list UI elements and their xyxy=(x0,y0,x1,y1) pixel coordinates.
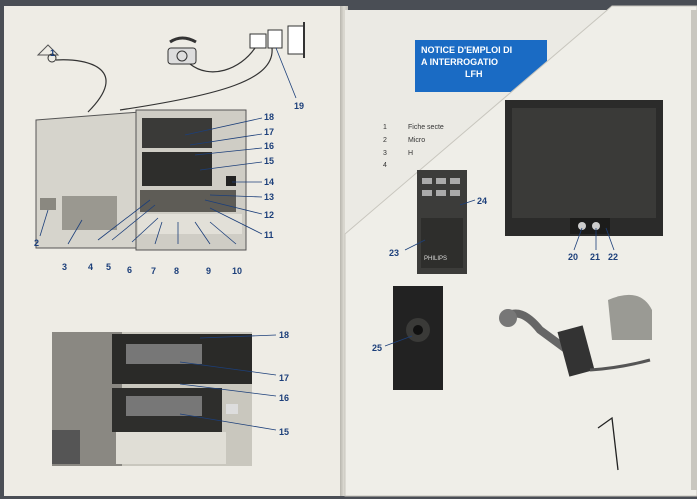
callout-16: 16 xyxy=(264,141,275,151)
title-line-2: A INTERROGATIO xyxy=(421,57,498,67)
callout-10: 10 xyxy=(232,266,243,276)
callout-7: 7 xyxy=(151,266,157,276)
wall-plug-icon xyxy=(36,44,60,63)
callout-13: 13 xyxy=(264,192,275,202)
toc-num-3: 3 xyxy=(383,150,387,157)
callout-20: 20 xyxy=(568,252,579,262)
right-leader-lines xyxy=(384,199,615,347)
callout-22: 22 xyxy=(608,252,619,262)
toc-num-1: 1 xyxy=(383,124,387,131)
callout-14: 14 xyxy=(264,177,275,187)
lower-callout-15: 15 xyxy=(279,427,290,437)
toc-text-2: Micro xyxy=(408,137,426,144)
callout-1: 1 xyxy=(50,48,56,58)
leader-lines xyxy=(39,47,297,245)
dictation-machine xyxy=(35,109,247,251)
callout-15: 15 xyxy=(264,156,275,166)
callout-24: 24 xyxy=(477,196,488,206)
title-line-3: LFH xyxy=(465,69,483,79)
toc-num-2: 2 xyxy=(383,137,387,144)
rear-panel-photo xyxy=(505,100,663,236)
toc-text-1: Fiche secte xyxy=(408,124,444,131)
callout-19: 19 xyxy=(294,101,305,111)
telephone-icon xyxy=(167,36,197,65)
wall-socket-icon xyxy=(249,22,305,58)
callout-3: 3 xyxy=(62,262,68,272)
cassette-photo xyxy=(52,332,252,466)
callout-25: 25 xyxy=(372,343,383,353)
handwritten-mark xyxy=(597,416,619,471)
callout-21: 21 xyxy=(590,252,601,262)
callout-8: 8 xyxy=(174,266,180,276)
brand-logo: PHILIPS xyxy=(424,256,448,262)
callout-6: 6 xyxy=(127,265,133,275)
title-line-1: NOTICE D'EMPLOI DI xyxy=(421,45,513,55)
binder-edge xyxy=(691,10,697,490)
lower-leader-lines xyxy=(179,334,277,431)
callout-5: 5 xyxy=(106,262,112,272)
callout-11: 11 xyxy=(264,230,274,240)
remote-control-photo xyxy=(417,170,467,274)
book-gutter xyxy=(340,6,348,496)
lower-callout-16: 16 xyxy=(279,393,290,403)
lower-callout-18: 18 xyxy=(279,330,290,340)
lower-callout-17: 17 xyxy=(279,373,290,383)
toc-num-4: 4 xyxy=(383,162,387,169)
callout-12: 12 xyxy=(264,210,275,220)
callout-17: 17 xyxy=(264,127,275,137)
wall-microphone-photo xyxy=(393,286,443,390)
callout-2: 2 xyxy=(34,238,40,248)
callout-18: 18 xyxy=(264,112,275,122)
toc-text-3: H xyxy=(408,150,414,157)
callout-9: 9 xyxy=(206,266,212,276)
handset-photo xyxy=(499,294,652,377)
callout-4: 4 xyxy=(88,262,94,272)
callout-23: 23 xyxy=(389,248,400,258)
